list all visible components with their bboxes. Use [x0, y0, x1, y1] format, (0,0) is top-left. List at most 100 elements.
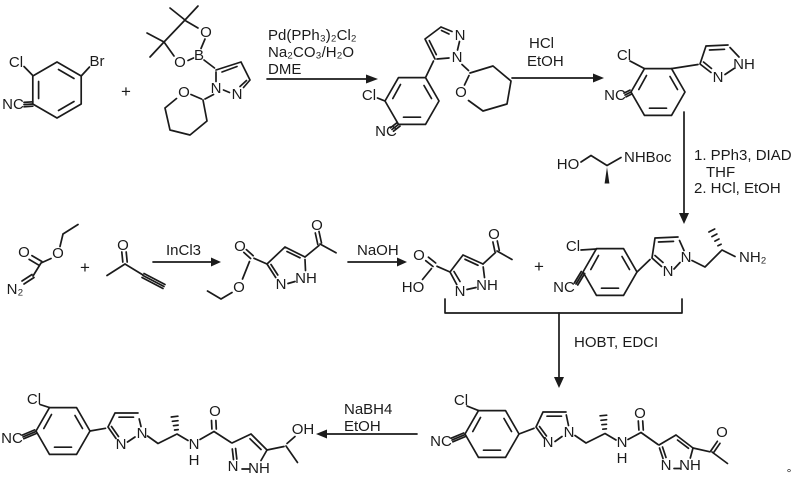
atom-label-ring2-nh: NH [248, 460, 270, 477]
molecule-pyrazole-nitrile: Cl NC N NH [604, 44, 755, 117]
thp-ring-bonds [164, 93, 215, 136]
chain-bonds [691, 249, 736, 268]
nitrile-triple-bond [389, 121, 401, 133]
atom-label-o-bottom: O [174, 54, 186, 71]
cl-bond [39, 403, 51, 409]
atom-label-o-amide: O [634, 405, 646, 422]
atom-label-o-acetyl: O [488, 226, 500, 243]
aromatic-double-bonds [471, 416, 513, 452]
arrowhead-icon [211, 257, 221, 267]
cl-bond [580, 248, 598, 251]
atom-label-ring2-n: N [661, 457, 672, 474]
reagent-line: EtOH [527, 53, 564, 70]
arrowhead-icon [316, 429, 327, 439]
pyrazole-bonds [449, 254, 486, 291]
pyrazole2-bonds [231, 433, 268, 470]
atom-label-o-ester: O [52, 245, 64, 262]
nitrile-triple-bond [23, 100, 34, 108]
bracket-line [444, 298, 683, 314]
arrowhead-icon [366, 74, 378, 84]
cl-bond [629, 60, 646, 70]
atom-label-cl: Cl [566, 238, 580, 255]
footnote-mark: ° [787, 466, 792, 480]
atom-label-ho: HO [557, 156, 580, 173]
diazo-double-bond [21, 273, 35, 285]
atom-label-nc: NC [604, 87, 626, 104]
dioxaborolane-bonds [146, 5, 216, 69]
atom-label-ring2-nh: NH [679, 457, 701, 474]
cl-bond [376, 97, 386, 102]
atom-label-o-thp: O [455, 84, 467, 101]
atom-label-o-acetyl: O [716, 424, 728, 441]
chain-bonds [106, 263, 144, 277]
atom-label-nc: NC [430, 433, 452, 450]
atom-label-nc: NC [553, 279, 575, 296]
atom-label-n1: N [137, 425, 148, 442]
substituent-bonds [23, 65, 91, 77]
pyrazole-double-bonds [221, 65, 248, 88]
molecule-pinacol-boronate: O O B N N O [146, 5, 251, 136]
molecule-amine: Cl NC N N NH₂ [553, 228, 767, 297]
chain-bonds [574, 431, 659, 446]
atom-label-nc: NC [1, 430, 23, 447]
nitrile-triple-bond [623, 89, 633, 98]
pyrazole-bonds [636, 236, 685, 273]
atom-label-cl: Cl [617, 47, 631, 64]
arrowhead-icon [593, 73, 604, 83]
nitrile-triple-bond [450, 432, 467, 443]
reagent-line: Na₂CO₃/H₂O [268, 44, 354, 61]
arrowhead-icon [397, 257, 407, 267]
acetyl-double-bond [314, 230, 323, 246]
molecule-thp-coupled: Cl NC N N O [362, 26, 512, 140]
atom-label-oh: OH [292, 421, 315, 438]
atom-label-amide-h: H [617, 450, 628, 467]
coupling-bracket [444, 298, 683, 314]
molecule-keto-amide: Cl NC N N N H O N NH O [430, 392, 729, 474]
atom-label-br: Br [90, 53, 105, 70]
reagent-line: HCl [529, 35, 554, 52]
reagent-line: DME [268, 61, 301, 78]
acetyl-bonds [692, 447, 729, 465]
pyrazole1-double-bonds [110, 416, 135, 438]
atom-label-o-thp: O [178, 84, 190, 101]
aromatic-double-bonds [589, 254, 631, 290]
arrow-amide-coupling: HOBT, EDCI [554, 312, 658, 388]
arrowhead-icon [679, 213, 689, 224]
atom-label-o-carbonyl: O [18, 244, 30, 261]
atom-label-n2: N₂ [7, 281, 24, 298]
nitrile-triple-bond [21, 429, 38, 440]
acetyl-bonds [482, 250, 513, 265]
pyrazole1-bonds [89, 412, 142, 443]
reagent-line: THF [706, 164, 735, 181]
reagent-line: 1. PPh3, DIAD [694, 147, 792, 164]
atom-label-nc: NC [375, 123, 397, 140]
wedge-bond [604, 167, 610, 184]
atom-label-n2: N [116, 436, 127, 453]
molecule-aryl-bromide: Cl Br NC [2, 53, 105, 119]
molecule-hydroxy-product: Cl NC N N N H O N NH OH [1, 391, 314, 477]
atom-label-nhboc: NHBoc [624, 149, 672, 166]
atom-label-n: N [455, 283, 466, 300]
molecule-diazo-ester: O O N₂ [7, 223, 79, 298]
arrow-mitsunobu: 1. PPh3, DIAD THF 2. HCl, EtOH [679, 111, 792, 224]
reagent-line: 2. HCl, EtOH [694, 180, 781, 197]
acid-bonds [421, 265, 451, 281]
atom-label-n1: N [211, 80, 222, 97]
nitrile-triple-bond [573, 270, 586, 286]
thp-ring-bonds [461, 63, 512, 112]
atom-label-o-top: O [200, 24, 212, 41]
pyrazole-bonds [424, 26, 461, 79]
pyrazole-bonds [266, 246, 307, 285]
atom-label-nh: NH [295, 270, 317, 287]
arrow-naoh: NaOH [347, 242, 407, 267]
acetyl-bonds [304, 243, 337, 258]
arrow-reduction: NaBH4 EtOH [316, 401, 418, 439]
atom-label-b: B [194, 47, 204, 64]
amide-double-bond [637, 420, 645, 431]
carbonyl-double-bond [28, 254, 43, 267]
pyrazole-bonds [215, 61, 251, 94]
atom-label-ring2-n: N [228, 458, 239, 475]
atom-label-o-ester: O [233, 279, 245, 296]
atom-label-o-carbonyl: O [413, 247, 425, 264]
